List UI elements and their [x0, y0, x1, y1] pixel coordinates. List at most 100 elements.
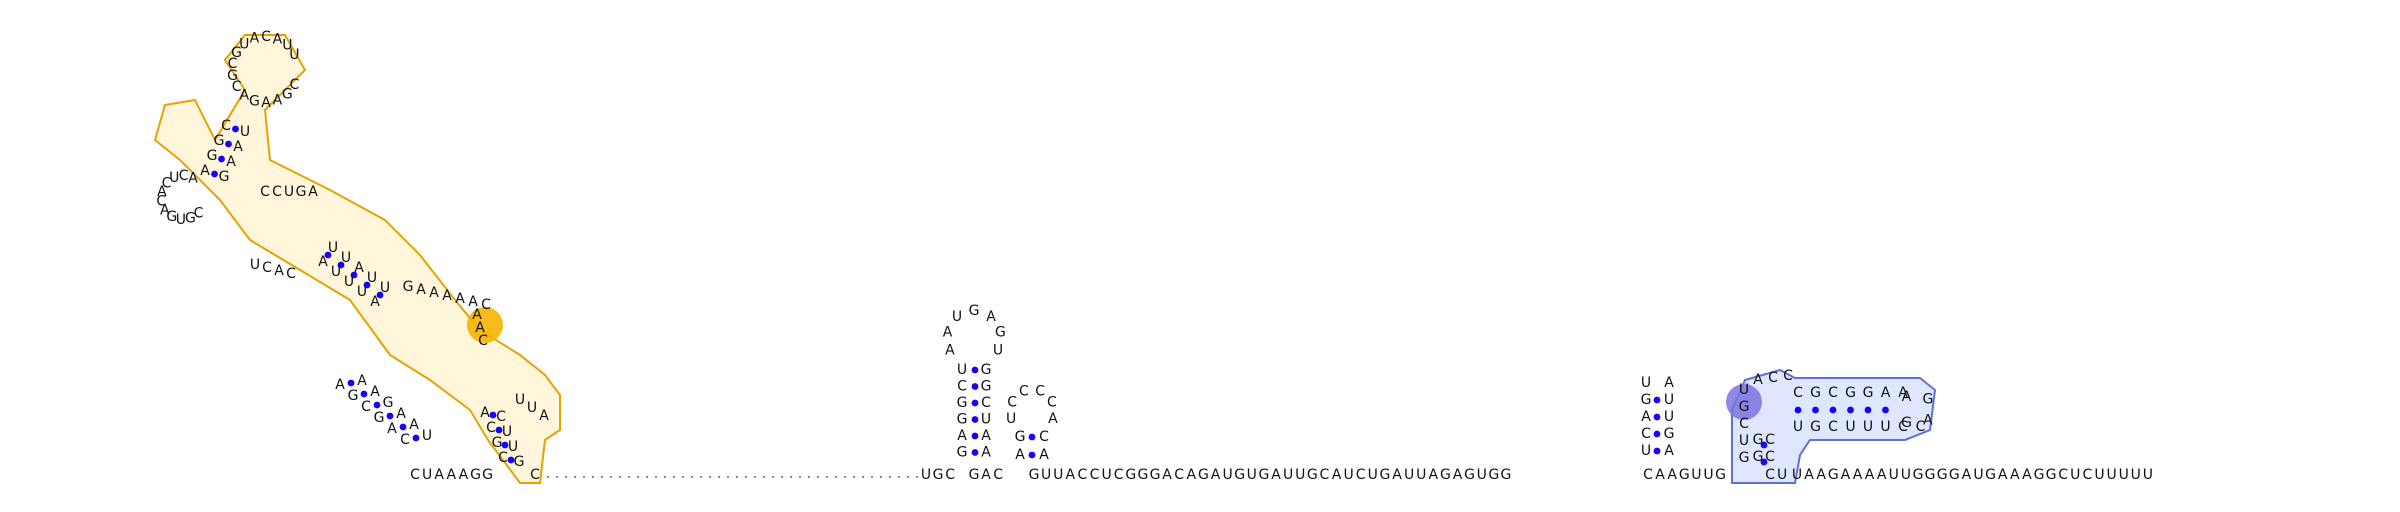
- left-hairpin-loop: U: [289, 47, 299, 63]
- pseudoknot-arm: C: [1898, 419, 1908, 435]
- gap-dot: [862, 476, 864, 478]
- left-stem3-pair-dot: [376, 291, 384, 299]
- gap-dot: [772, 476, 774, 478]
- left-stem1-stem: C: [498, 450, 508, 466]
- pseudoknot-top: A: [1753, 372, 1763, 388]
- pseudoknot-loop: A: [1902, 389, 1912, 405]
- baseline-nucleotide: U: [1691, 467, 1701, 483]
- pseudoknot-top: C: [1783, 368, 1793, 384]
- hairpin2-loop: C: [1035, 384, 1045, 400]
- left-stem2a-stem: A: [335, 377, 345, 393]
- baseline-nucleotide: C: [1090, 467, 1100, 483]
- baseline-nucleotide: C: [1765, 467, 1775, 483]
- left-stem1-stem: G: [492, 435, 503, 451]
- baseline-nucleotide: A: [981, 467, 991, 483]
- pseudoknot-outline: [1731, 368, 1937, 484]
- baseline-nucleotide: A: [459, 467, 469, 483]
- baseline-nucleotide: G: [1925, 467, 1936, 483]
- gap-dot: [880, 476, 882, 478]
- baseline-nucleotide: G: [470, 467, 481, 483]
- baseline-nucleotide: G: [1464, 467, 1475, 483]
- gap-dot: [673, 476, 675, 478]
- baseline-nucleotide: C: [1174, 467, 1184, 483]
- left-stem1-stem: C: [496, 409, 506, 425]
- baseline-nucleotide: A: [434, 467, 444, 483]
- left-stem5-pair-dot: [232, 125, 239, 133]
- left-multiloop: G: [166, 209, 177, 225]
- baseline-nucleotide: G: [969, 467, 980, 483]
- baseline-nucleotide: A: [1453, 467, 1463, 483]
- left-stem2a-pair-dot: [386, 412, 394, 420]
- baseline-nucleotide: A: [1816, 467, 1826, 483]
- baseline-nucleotide: G: [1715, 467, 1726, 483]
- pseudoknot-left-column: G: [1739, 399, 1750, 415]
- baseline-nucleotide: U: [2094, 467, 2104, 483]
- baseline-nucleotide: U: [2143, 467, 2153, 483]
- left-stem2a-pair-dot: [373, 401, 381, 409]
- hairpin3-stem: U: [1641, 443, 1651, 459]
- hairpin1-loop: U: [952, 309, 962, 325]
- baseline-nucleotide: C: [530, 467, 540, 483]
- hairpin1-stem: G: [981, 362, 992, 378]
- hairpin1-stem: C: [981, 395, 991, 411]
- hairpin2-pair-dot: [1028, 433, 1036, 441]
- baseline-nucleotide: A: [1429, 467, 1439, 483]
- left-stem5-pair-dot: [225, 140, 232, 148]
- baseline-nucleotide: U: [2119, 467, 2129, 483]
- pseudoknot-left-column: G: [1739, 450, 1750, 466]
- baseline-nucleotide: G: [1258, 467, 1269, 483]
- gap-dot: [709, 476, 711, 478]
- baseline-nucleotide: C: [2083, 467, 2093, 483]
- baseline-nucleotide: U: [1222, 467, 1232, 483]
- left-stem3-stem: U: [328, 240, 338, 256]
- left-stem3-stem: U: [331, 264, 341, 280]
- hairpin2-stem: C: [1039, 429, 1049, 445]
- left-hairpin-loop: G: [231, 45, 242, 61]
- baseline-nucleotide: G: [2034, 467, 2045, 483]
- left-hairpin-loop: A: [273, 31, 283, 47]
- pseudoknot-arm: G: [1810, 385, 1821, 401]
- left-stem5-stem: A: [233, 139, 243, 155]
- left-stem1-stem: U: [508, 439, 518, 455]
- left-stem5-stem: A: [226, 154, 236, 170]
- hairpin2-pair-dot: [1028, 451, 1036, 459]
- baseline-nucleotide: U: [2070, 467, 2080, 483]
- hairpin1-stem: U: [981, 412, 991, 428]
- baseline-nucleotide: A: [1187, 467, 1197, 483]
- baseline-nucleotide: U: [2106, 467, 2116, 483]
- left-stem3-stem: U: [344, 274, 354, 290]
- left-multiloop: C: [194, 206, 204, 222]
- gap-dot: [556, 476, 558, 478]
- left-hairpin-loop: G: [227, 68, 238, 84]
- left-hairpin-loop: U: [282, 38, 292, 54]
- hairpin3-pair-dot: [1653, 413, 1661, 421]
- baseline-nucleotide: G: [1150, 467, 1161, 483]
- baseline-nucleotide: G: [1828, 467, 1839, 483]
- gap-dot: [628, 476, 630, 478]
- hairpin1-loop: A: [945, 342, 955, 358]
- hairpin3-pair-dot: [1653, 430, 1661, 438]
- pseudoknot-arm: A: [1881, 385, 1891, 401]
- gap-dot: [637, 476, 639, 478]
- left-hairpin-loop: A: [239, 88, 249, 104]
- baseline-nucleotide: U: [1041, 467, 1051, 483]
- hairpin1-pair-dot: [971, 449, 979, 456]
- pseudoknot-pair-dot: [1882, 406, 1889, 414]
- pseudoknot-highlight: [1726, 384, 1762, 420]
- baseline-nucleotide: C: [993, 467, 1003, 483]
- hairpin1-pair-dot: [971, 432, 979, 440]
- left-domain-outline: [153, 34, 561, 484]
- pseudoknot-inner: C: [1765, 449, 1775, 465]
- left-stem3-stem: A: [354, 260, 364, 276]
- pseudoknot-pair-dot: [1760, 458, 1768, 466]
- left-stem5-stem: G: [207, 148, 218, 164]
- left-stem2a-stem: U: [422, 428, 432, 444]
- hairpin1-stem: A: [981, 428, 991, 444]
- left-stem2a-stem: A: [370, 384, 380, 400]
- gap-dot: [745, 476, 747, 478]
- left-stem2a-stem: G: [374, 410, 385, 426]
- gap-dot: [691, 476, 693, 478]
- gap-dot: [907, 476, 909, 478]
- left-stem2a-stem: A: [409, 417, 419, 433]
- baseline-nucleotide: A: [1271, 467, 1281, 483]
